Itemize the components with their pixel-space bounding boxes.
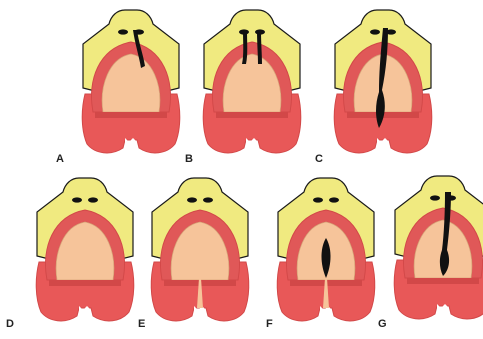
panel-label-a: A <box>56 153 64 165</box>
panel-label-b: B <box>185 153 193 165</box>
panel-label-e: E <box>138 318 145 330</box>
nostril-right <box>329 197 339 202</box>
lip-line <box>407 278 479 284</box>
lip-line <box>216 112 288 118</box>
palate-panel-e <box>151 178 249 321</box>
nostril-right <box>203 197 213 202</box>
palate-panel-c <box>334 10 432 153</box>
panel-label-g: G <box>378 318 387 330</box>
panel-label-f: F <box>266 318 273 330</box>
panel-label-d: D <box>6 318 14 330</box>
palate-panel-a <box>82 10 180 153</box>
palate-panel-b <box>203 10 301 153</box>
nostril-left <box>72 197 82 202</box>
palate-panel-f <box>277 178 375 321</box>
palate-panel-d <box>36 178 134 321</box>
nostril-left <box>118 29 128 34</box>
lip-line <box>49 280 121 286</box>
nostril-left <box>313 197 323 202</box>
panel-label-c: C <box>315 153 323 165</box>
nostril-left <box>187 197 197 202</box>
palate-panel-g <box>394 176 483 319</box>
nostril-left <box>430 195 440 200</box>
nostril-right <box>88 197 98 202</box>
nostril-left <box>370 29 380 34</box>
lip-line <box>95 112 167 118</box>
